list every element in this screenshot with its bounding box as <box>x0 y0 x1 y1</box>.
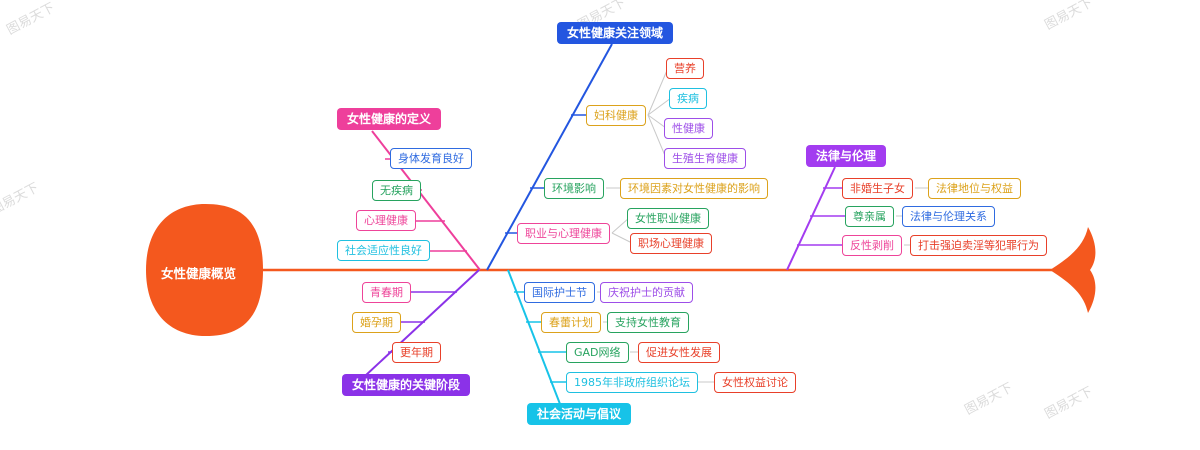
node-law-ethics-relation[interactable]: 法律与伦理关系 <box>902 206 995 227</box>
branch-label-social-advocacy[interactable]: 社会活动与倡议 <box>527 403 632 425</box>
node-combat-forced-prostitution[interactable]: 打击强迫卖淫等犯罪行为 <box>910 235 1047 256</box>
node-spring-bud-project[interactable]: 春蕾计划 <box>541 312 601 333</box>
node-marriage-pregnancy[interactable]: 婚孕期 <box>352 312 401 333</box>
node-women-rights-discussion[interactable]: 女性权益讨论 <box>714 372 796 393</box>
node-children-out-of-wedlock[interactable]: 非婚生子女 <box>842 178 913 199</box>
branch-label-definition[interactable]: 女性健康的定义 <box>337 108 442 130</box>
fish-tail-shape <box>1050 227 1096 313</box>
node-occupational-mental-health[interactable]: 职业与心理健康 <box>517 223 610 244</box>
node-legal-status-rights[interactable]: 法律地位与权益 <box>928 178 1021 199</box>
node-ascendant-relatives[interactable]: 尊亲属 <box>845 206 894 227</box>
node-sexual-health[interactable]: 性健康 <box>664 118 713 139</box>
branch-label-focus-areas[interactable]: 女性健康关注领域 <box>557 22 674 44</box>
node-promote-women-development[interactable]: 促进女性发展 <box>638 342 720 363</box>
root-node-label[interactable]: 女性健康概览 <box>161 266 237 281</box>
node-1985-ngo-forum[interactable]: 1985年非政府组织论坛 <box>566 372 698 393</box>
node-gad-network[interactable]: GAD网络 <box>566 342 629 363</box>
node-no-disease[interactable]: 无疾病 <box>372 180 421 201</box>
node-mental-health[interactable]: 心理健康 <box>356 210 416 231</box>
node-disease[interactable]: 疾病 <box>669 88 707 109</box>
node-workplace-mental-health[interactable]: 职场心理健康 <box>630 233 712 254</box>
branch-label-key-stages[interactable]: 女性健康的关键阶段 <box>342 374 471 396</box>
node-women-occupational-health[interactable]: 女性职业健康 <box>627 208 709 229</box>
fish-head-shape[interactable] <box>146 203 263 337</box>
node-puberty[interactable]: 青春期 <box>362 282 411 303</box>
node-physical-development[interactable]: 身体发育良好 <box>390 148 472 169</box>
node-social-adaptability[interactable]: 社会适应性良好 <box>337 240 430 261</box>
node-nutrition[interactable]: 营养 <box>666 58 704 79</box>
node-international-nurses-day[interactable]: 国际护士节 <box>524 282 595 303</box>
node-menopause[interactable]: 更年期 <box>392 342 441 363</box>
node-environmental-impact[interactable]: 环境影响 <box>544 178 604 199</box>
branch-label-law-ethics[interactable]: 法律与伦理 <box>806 145 887 167</box>
node-gynecological-health[interactable]: 妇科健康 <box>586 105 646 126</box>
node-support-women-education[interactable]: 支持女性教育 <box>607 312 689 333</box>
node-celebrate-nurses[interactable]: 庆祝护士的贡献 <box>600 282 693 303</box>
node-environmental-factors[interactable]: 环境因素对女性健康的影响 <box>620 178 768 199</box>
node-reproductive-health[interactable]: 生殖生育健康 <box>664 148 746 169</box>
node-anti-sexual-exploitation[interactable]: 反性剥削 <box>842 235 902 256</box>
